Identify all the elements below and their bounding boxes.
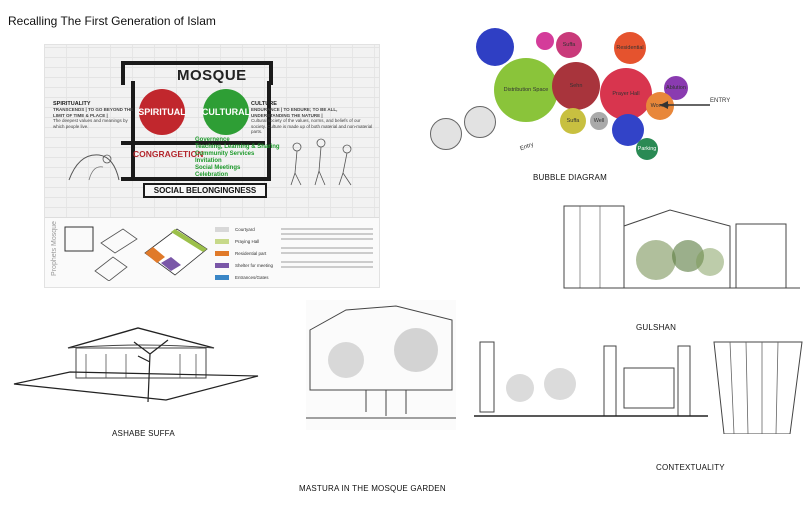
congregation-label: CONGRAGETION [133, 149, 204, 159]
bubble [536, 32, 554, 50]
side-label: Prophets Mosque [50, 221, 58, 276]
bubble: Parking [636, 138, 658, 160]
axonometric-plan [144, 228, 208, 276]
social-label: SOCIAL BELONGINGNESS [153, 186, 257, 195]
function-item: Celebration [195, 172, 229, 178]
function-item: Invitation [195, 158, 222, 164]
ashabe-caption: ASHABE SUFFA [112, 429, 175, 438]
bubble [430, 118, 462, 150]
spiritual-label: SPIRITUAL [138, 107, 186, 117]
function-item: Governence [195, 137, 230, 143]
figure-sketch-right [290, 138, 352, 186]
heading-frame [121, 61, 273, 85]
gulshan-caption: GULSHAN [636, 323, 677, 332]
legend-label: Shelter for meeting [235, 263, 274, 268]
poster-heading: MOSQUE [177, 67, 247, 84]
cultural-label: CULTURAL [201, 107, 251, 117]
bubble: Well [590, 112, 608, 130]
mosque-poster: MOSQUE SPIRITUAL CULTURAL SPIRITUALITY T… [44, 44, 380, 288]
context-caption: CONTEXTUALITY [656, 463, 725, 472]
function-item: Social Meetings [195, 165, 241, 171]
cultural-circle: CULTURAL [201, 89, 251, 135]
bubble: Prayer Hall [600, 68, 652, 120]
entry-arrow [660, 101, 710, 109]
site-plan-sketch [64, 226, 138, 281]
function-item: Community Services [195, 151, 255, 157]
bubble [464, 106, 496, 138]
entry-label: ENTRY [710, 98, 731, 104]
bubble: Residential [614, 32, 646, 64]
bubble: Sehn [552, 62, 600, 110]
spirituality-heading: SPIRITUALITY [53, 101, 91, 107]
bubble: Women [646, 92, 674, 120]
culture-sub: ENDURANCE | TO ENDURE; TO BE ALL, UNDERS… [251, 107, 338, 118]
ashabe-suffa-sketch [13, 327, 259, 403]
page-title: Recalling The First Generation of Islam [8, 14, 216, 28]
functions-list: Governence Teaching, Learning & Sharing … [195, 137, 280, 179]
culture-block: CULTURE ENDURANCE | TO ENDURE; TO BE ALL… [251, 101, 373, 135]
legend-label: Courtyard [235, 227, 255, 232]
entry-label-2: Entry [519, 141, 535, 153]
mastura-caption: MASTURA IN THE MOSQUE GARDEN [299, 484, 446, 493]
culture-text: Cultural society of the values, norms, a… [251, 118, 373, 134]
function-item: Teaching, Learning & Sharing [195, 144, 280, 150]
spirituality-text: The deepest values and meanings by which… [53, 118, 128, 129]
social-box: SOCIAL BELONGINGNESS [143, 183, 267, 198]
spirituality-sub: TRANSCENDS | TO GO BEYOND THE LIMIT OF T… [53, 107, 134, 118]
spirituality-block: SPIRITUALITY TRANSCENDS | TO GO BEYOND T… [53, 101, 135, 129]
figure-sketch-left [68, 154, 120, 181]
bubble [476, 28, 514, 66]
bubble: Suffa [556, 32, 582, 58]
mastura-sketch [306, 300, 456, 430]
spiritual-circle: SPIRITUAL [138, 89, 186, 135]
bubble-diagram: Suffa Residential Distribution Space Seh… [420, 22, 730, 172]
legend-label: Entrances/Gates [235, 275, 269, 280]
gulshan-sketch [563, 205, 800, 289]
culture-heading: CULTURE [251, 101, 277, 107]
bubble: Suffa [560, 108, 586, 134]
bubble-diagram-caption: BUBBLE DIAGRAM [533, 173, 607, 182]
context-perspective-sketch [713, 341, 803, 434]
bubble: Distribution Space [494, 58, 558, 122]
legend-label: Praying Hall [235, 239, 260, 244]
context-section-sketch [474, 341, 708, 417]
legend-label: Residential part [235, 251, 267, 256]
